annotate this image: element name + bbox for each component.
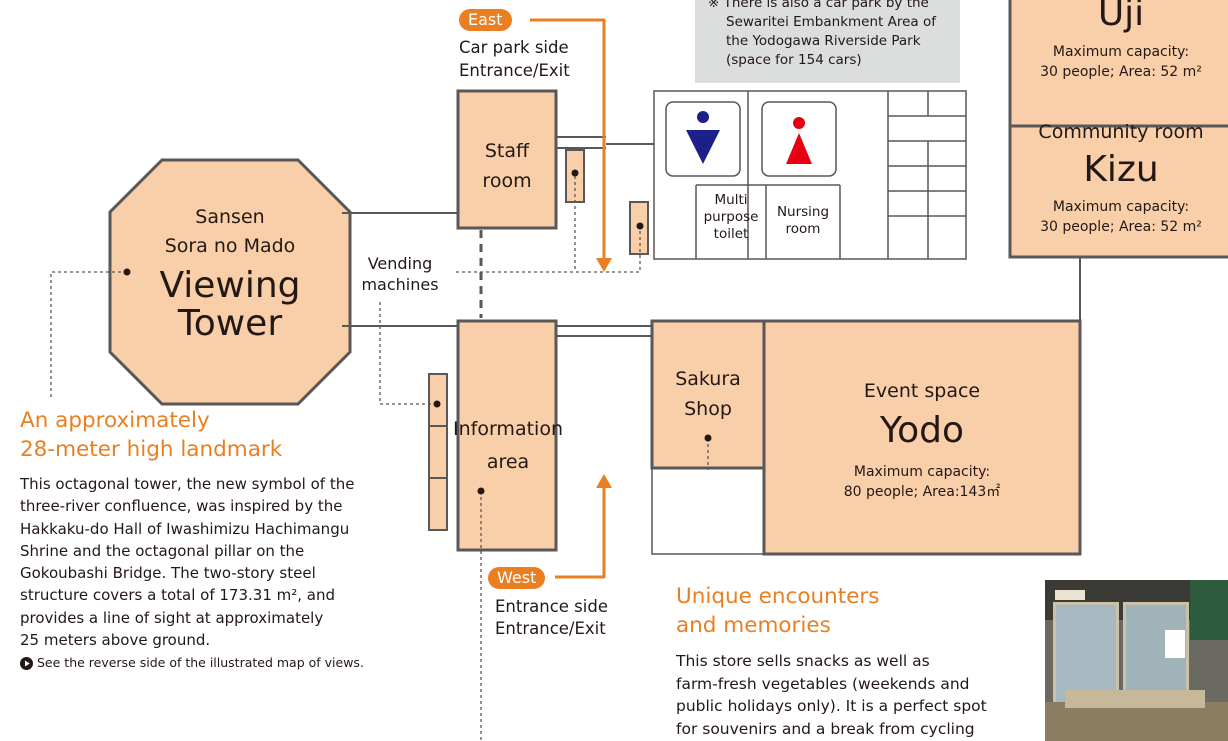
car-park-note: ※ There is also a car park by the Sewari… <box>708 0 958 70</box>
shop-photo <box>1045 580 1228 741</box>
west-line-2: Entrance/Exit <box>495 619 606 638</box>
east-line-1: Car park side <box>459 38 569 57</box>
landmark-line-8: 25 meters above ground. <box>20 631 211 650</box>
female-icon <box>786 117 812 164</box>
event-space-label: Event space Yodo Maximum capacity: 80 pe… <box>764 376 1080 502</box>
landmark-line-4: Shrine and the octagonal pillar on the <box>20 541 305 560</box>
yodo-name: Yodo <box>879 410 965 451</box>
multipurpose-toilet-label: Multi purpose toilet <box>696 192 766 243</box>
male-icon <box>686 111 720 164</box>
landmark-paragraph: This octagonal tower, the new symbol of … <box>20 473 391 651</box>
nursing-room-label: Nursing room <box>766 204 840 238</box>
landmark-heading-2: 28-meter high landmark <box>20 437 283 462</box>
nursing-line-2: room <box>785 221 821 237</box>
staff-room-box <box>456 89 558 230</box>
encounters-heading-2: and memories <box>676 613 831 638</box>
car-park-note-box <box>695 0 960 83</box>
vending-line-1: Vending <box>367 254 433 273</box>
kizu-room-label: Community room Kizu Maximum capacity: 30… <box>1010 117 1228 237</box>
corridor-lines <box>342 136 1081 337</box>
nursing-line-1: Nursing <box>776 204 830 220</box>
encounters-line-3: public holidays only). It is a perfect s… <box>676 697 987 716</box>
yodo-area: 80 people; Area:143㎡ <box>843 484 1001 500</box>
info-line-2: area <box>486 451 530 473</box>
viewing-tower-octagon <box>108 158 352 406</box>
tower-line-2: Sora no Mado <box>164 235 296 257</box>
east-label: East <box>459 9 512 31</box>
multi-line-3: toilet <box>713 226 749 242</box>
kizu-room-box <box>1008 124 1228 259</box>
west-label: West <box>488 567 546 589</box>
encounters-heading: Unique encounters and memories <box>676 582 879 640</box>
information-area-label: Information area <box>448 413 568 479</box>
encounters-line-2: farm-fresh vegetables (weekends and <box>676 674 970 693</box>
sakura-shop-box <box>650 319 766 470</box>
encounters-heading-1: Unique encounters <box>676 584 880 609</box>
tower-name-2: Tower <box>177 303 283 344</box>
multi-line-2: purpose <box>703 209 759 225</box>
kizu-name: Kizu <box>1083 149 1159 190</box>
reverse-side-reference: See the reverse side of the illustrated … <box>20 655 364 671</box>
kizu-title: Community room <box>1038 121 1204 143</box>
encounters-paragraph: This store sells snacks as well as farm-… <box>676 650 1034 741</box>
reverse-side-text: See the reverse side of the illustrated … <box>37 655 364 670</box>
kizu-area: 30 people; Area: 52 m² <box>1040 219 1202 235</box>
landmark-heading: An approximately 28-meter high landmark <box>20 406 282 464</box>
vending-machine-row <box>428 373 448 531</box>
landmark-line-2: three-river confluence, was inspired by … <box>20 497 343 516</box>
staff-line-1: Staff <box>484 140 530 162</box>
uji-name: Uji <box>1097 0 1145 34</box>
tower-name-1: Viewing <box>159 265 301 306</box>
sakura-line-2: Shop <box>684 398 732 420</box>
note-line-1: ※ There is also a car park by the <box>708 0 929 11</box>
encounters-line-1: This store sells snacks as well as <box>676 652 930 670</box>
east-entrance-arrow <box>530 18 612 272</box>
sakura-shop-label: Sakura Shop <box>652 364 764 424</box>
sakura-line-1: Sakura <box>675 368 741 390</box>
kizu-capacity: Maximum capacity: <box>1052 199 1190 215</box>
sakura-shop-annex <box>651 467 765 555</box>
leader-dots <box>123 169 712 495</box>
uji-capacity: Maximum capacity: <box>1052 44 1190 60</box>
yodo-capacity: Maximum capacity: <box>853 464 991 480</box>
uji-room-label: Uji Maximum capacity: 30 people; Area: 5… <box>1010 0 1228 82</box>
info-line-1: Information <box>453 418 563 440</box>
yodo-title: Event space <box>863 380 981 402</box>
note-line-4: (space for 154 cars) <box>726 52 862 68</box>
landmark-line-6: structure covers a total of 173.31 m², a… <box>20 586 336 605</box>
dotted-leaders <box>50 176 709 741</box>
viewing-tower-label: Sansen Sora no Mado Viewing Tower <box>110 203 350 343</box>
uji-area: 30 people; Area: 52 m² <box>1040 64 1202 80</box>
landmark-line-3: Hakkaku-do Hall of Iwashimizu Hachimangu <box>20 519 350 538</box>
west-entrance-text: Entrance side Entrance/Exit <box>495 596 608 640</box>
east-entrance-text: Car park side Entrance/Exit <box>459 36 570 82</box>
note-line-2: Sewaritei Embankment Area of <box>726 14 936 30</box>
vending-machines-label: Vending machines <box>350 253 450 295</box>
staff-line-2: room <box>482 170 532 192</box>
landmark-line-1: This octagonal tower, the new symbol of … <box>20 475 355 493</box>
landmark-heading-1: An approximately <box>20 408 210 433</box>
west-line-1: Entrance side <box>495 597 608 616</box>
west-entrance-arrow <box>555 474 612 579</box>
tower-line-1: Sansen <box>195 206 265 228</box>
vending-line-2: machines <box>361 275 439 294</box>
play-triangle-icon <box>20 656 33 670</box>
note-line-3: the Yodogawa Riverside Park <box>726 33 921 49</box>
event-space-box <box>762 319 1082 556</box>
staff-room-label: Staff room <box>458 136 556 196</box>
east-line-2: Entrance/Exit <box>459 61 570 80</box>
landmark-line-5: Gokoubashi Bridge. The two-story steel <box>20 564 316 583</box>
landmark-line-7: provides a line of sight at approximatel… <box>20 608 324 627</box>
information-area-box <box>456 319 558 552</box>
multi-line-1: Multi <box>714 192 748 208</box>
encounters-line-4: for souvenirs and a break from cycling <box>676 720 975 739</box>
